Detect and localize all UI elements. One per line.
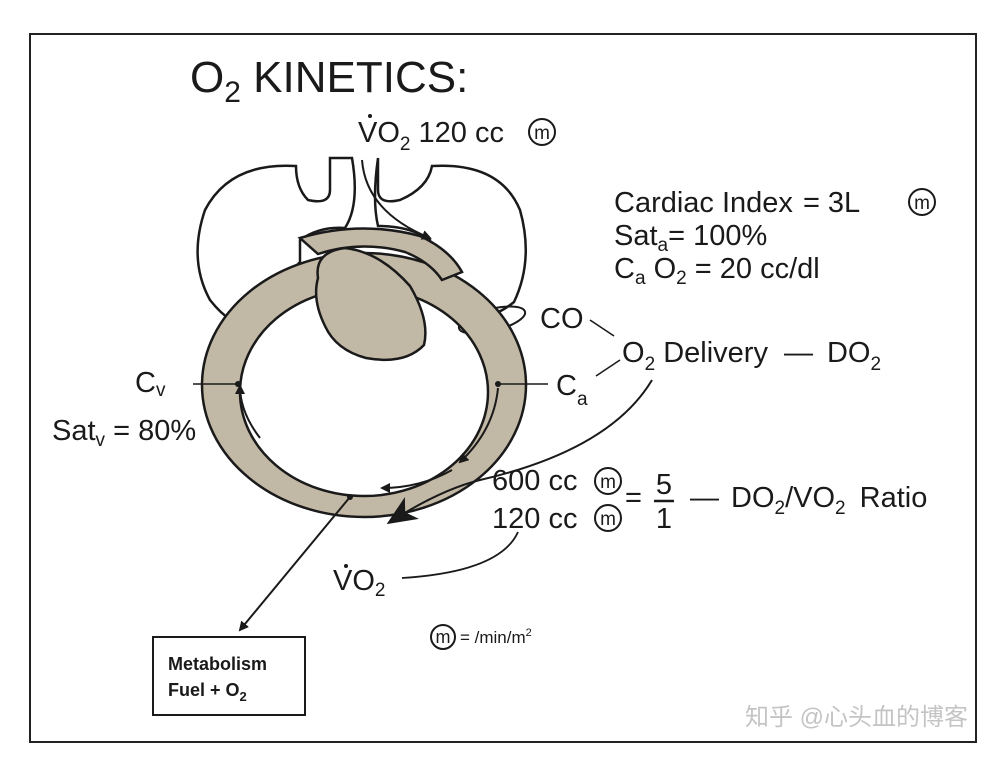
svg-text:m: m <box>534 123 550 144</box>
metabolism-line2: Fuel + O2 <box>168 680 247 704</box>
cardiac-index-label: Cardiac Index=3L m <box>614 187 936 219</box>
ratio-denominator: 120 cc <box>492 503 577 535</box>
per-min-m2-symbol <box>594 504 622 532</box>
metabolism-dot <box>347 494 353 500</box>
bottom-flow-arrow <box>380 469 453 493</box>
svg-text:m: m <box>914 193 930 214</box>
diagram-frame <box>29 33 977 743</box>
ca-dot <box>495 381 501 387</box>
left-side-flow-arrow <box>235 384 261 439</box>
cao2-label: Ca O2 = 20 cc/dl <box>614 253 820 289</box>
svg-text:m: m <box>600 509 616 530</box>
metabolism-arrow <box>238 496 351 632</box>
pulmonary-vessel <box>297 227 464 282</box>
ratio-equals: = <box>625 482 642 514</box>
ratio-numerator: 600 cc <box>492 465 577 497</box>
svg-text:Cardiac Index=3L: Cardiac Index=3L <box>614 187 860 219</box>
watermark: 知乎 @心头血的博客 <box>745 704 968 731</box>
svg-text:VO2 120 cc: VO2 120 cc <box>358 117 504 155</box>
svg-text:m: m <box>436 627 451 647</box>
ratio-label: —DO2/VO2 Ratio <box>690 482 927 519</box>
o2-delivery-label: O2 Delivery—DO2 <box>622 337 881 375</box>
ratio-fraction-denominator: 1 <box>656 503 672 535</box>
lung-to-heart-arrow <box>361 159 432 240</box>
vo2-dot <box>368 114 372 118</box>
per-min-m2-symbol <box>594 467 622 495</box>
per-min-m2-symbol <box>908 188 936 216</box>
ratio-fraction-numerator: 5 <box>656 469 672 501</box>
co-label: CO <box>540 303 584 335</box>
sat-a-label: Sata= 100% <box>614 220 767 256</box>
delivery-arrow <box>386 379 653 525</box>
co-leader <box>589 319 615 337</box>
cv-dot <box>235 381 241 387</box>
right-lung <box>373 157 528 318</box>
vo2-dot <box>344 564 348 568</box>
do2-vo2-ratio: 600 cc m 120 cc m = 5 1 —DO2/VO2 Ratio <box>492 465 927 535</box>
metabolism-box <box>152 636 306 716</box>
cv-label: Cv <box>135 367 166 401</box>
per-min-m2-symbol <box>528 118 556 146</box>
metabolism-line1: Metabolism <box>168 654 267 674</box>
svg-text:= /min/m2: = /min/m2 <box>460 627 532 647</box>
svg-text:m: m <box>600 472 616 493</box>
unit-legend: m = /min/m2 <box>430 624 532 650</box>
circulation-ring <box>200 251 528 519</box>
page-title: O2 KINETICS: <box>190 53 468 109</box>
sat-v-label: Satv = 80% <box>52 415 196 451</box>
per-min-m2-symbol <box>430 624 456 650</box>
vo2-bottom-connector <box>401 531 519 579</box>
ca-delivery-leader <box>595 359 621 377</box>
vo2-top-label: VO2 120 cc m <box>358 114 556 155</box>
ca-label: Ca <box>556 370 588 410</box>
vo2-bottom-label: VO2 <box>333 565 385 601</box>
left-lung <box>196 156 357 329</box>
right-side-flow-arrow <box>458 387 499 464</box>
